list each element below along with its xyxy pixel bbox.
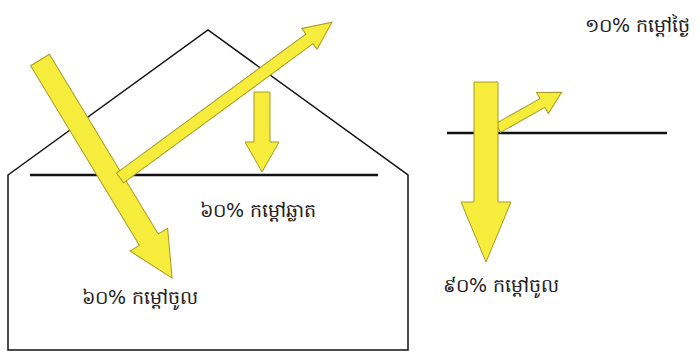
- house-outline: [8, 30, 408, 350]
- percent-label: ៦០% កម្តៅឆ្លាត: [200, 197, 316, 224]
- percent-label: ៩០% កម្តៅចូល: [443, 272, 559, 299]
- reflected-arrow: [112, 12, 339, 189]
- reflected-arrow: [492, 82, 567, 139]
- incoming-arrow: [21, 49, 191, 290]
- percent-label: ៦០% កម្តៅចូល: [82, 284, 198, 311]
- incoming-arrow: [461, 82, 511, 262]
- glass-line: [30, 174, 378, 177]
- trapped-arrow: [245, 92, 279, 172]
- percent-label: ១០% កម្តៅថ្ងៃ: [585, 12, 690, 39]
